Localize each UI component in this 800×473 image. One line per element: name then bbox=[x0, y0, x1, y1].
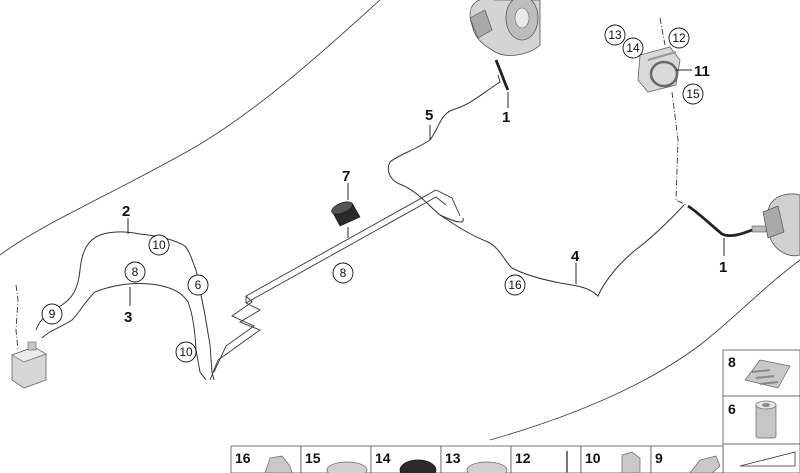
callouts bbox=[41, 24, 704, 363]
panel-item-6: 6 bbox=[728, 401, 736, 417]
panel-item-8: 8 bbox=[728, 354, 736, 370]
label-pipe-1-front: 1 bbox=[719, 259, 727, 276]
panel-item-16: 16 bbox=[235, 450, 251, 466]
callout-10-upper: 10 bbox=[152, 238, 166, 252]
holder-10-image bbox=[621, 451, 641, 473]
pipe-left-dash bbox=[15, 284, 19, 351]
parts-panel-bottom: 16 15 14 13 12 10 9 bbox=[230, 445, 724, 473]
label-pipe-4: 4 bbox=[571, 248, 580, 265]
panel-item-14: 14 bbox=[375, 450, 391, 466]
grommet-14-image bbox=[399, 459, 437, 473]
sensor-cable bbox=[659, 17, 687, 206]
part-labels: 1 1 2 3 4 5 7 11 bbox=[122, 63, 727, 326]
protective-sleeve bbox=[331, 201, 361, 227]
clip-8-image bbox=[744, 359, 791, 389]
callout-9: 9 bbox=[49, 307, 56, 321]
panel-item-10: 10 bbox=[585, 450, 601, 466]
brake-disc-front-right bbox=[751, 193, 800, 257]
parts-panel-side: 8 6 bbox=[722, 349, 800, 473]
pipe-2 bbox=[35, 231, 215, 381]
sleeve-6-image bbox=[755, 400, 777, 439]
callout-10-lower: 10 bbox=[179, 345, 193, 359]
clip-16-image bbox=[264, 455, 293, 473]
wheel-speed-sensor bbox=[637, 46, 681, 93]
washer-15-image bbox=[326, 461, 368, 473]
leader-lines bbox=[127, 69, 725, 306]
main-brake-lines bbox=[209, 189, 461, 381]
panel-item-13: 13 bbox=[445, 450, 461, 466]
callout-8-center: 8 bbox=[340, 266, 347, 280]
brake-disc-rear-right bbox=[469, 0, 541, 56]
body-outline-upper bbox=[0, 0, 381, 256]
label-pipe-2: 2 bbox=[122, 203, 130, 220]
pipe-3 bbox=[41, 283, 207, 381]
callout-numbers: 13 14 12 15 10 8 6 9 10 8 16 bbox=[49, 28, 700, 359]
pipe-4 bbox=[439, 204, 685, 297]
callout-13: 13 bbox=[608, 28, 622, 42]
panel-item-12: 12 bbox=[515, 450, 531, 466]
panel-item-9: 9 bbox=[655, 450, 663, 466]
panel-item-15: 15 bbox=[305, 450, 321, 466]
callout-15: 15 bbox=[686, 87, 700, 101]
label-sensor-11: 11 bbox=[694, 63, 710, 80]
callout-16: 16 bbox=[508, 278, 522, 292]
flex-hose-front bbox=[687, 204, 753, 238]
label-pipe-1-rear: 1 bbox=[502, 109, 510, 126]
label-pipe-3: 3 bbox=[124, 309, 132, 326]
callout-14: 14 bbox=[626, 41, 640, 55]
body-outline-lower bbox=[489, 259, 800, 441]
label-pipe-5: 5 bbox=[425, 107, 433, 124]
clip-9-image bbox=[689, 455, 721, 473]
flex-hose-rear bbox=[494, 59, 510, 91]
callout-6: 6 bbox=[195, 278, 202, 292]
placeholder-wedge bbox=[739, 451, 796, 467]
hydraulic-unit bbox=[11, 341, 47, 389]
callout-12: 12 bbox=[672, 31, 686, 45]
callout-8-left: 8 bbox=[132, 265, 139, 279]
label-sleeve-7: 7 bbox=[342, 168, 350, 185]
pipe-5 bbox=[387, 74, 501, 223]
washer-13-image bbox=[466, 461, 508, 473]
